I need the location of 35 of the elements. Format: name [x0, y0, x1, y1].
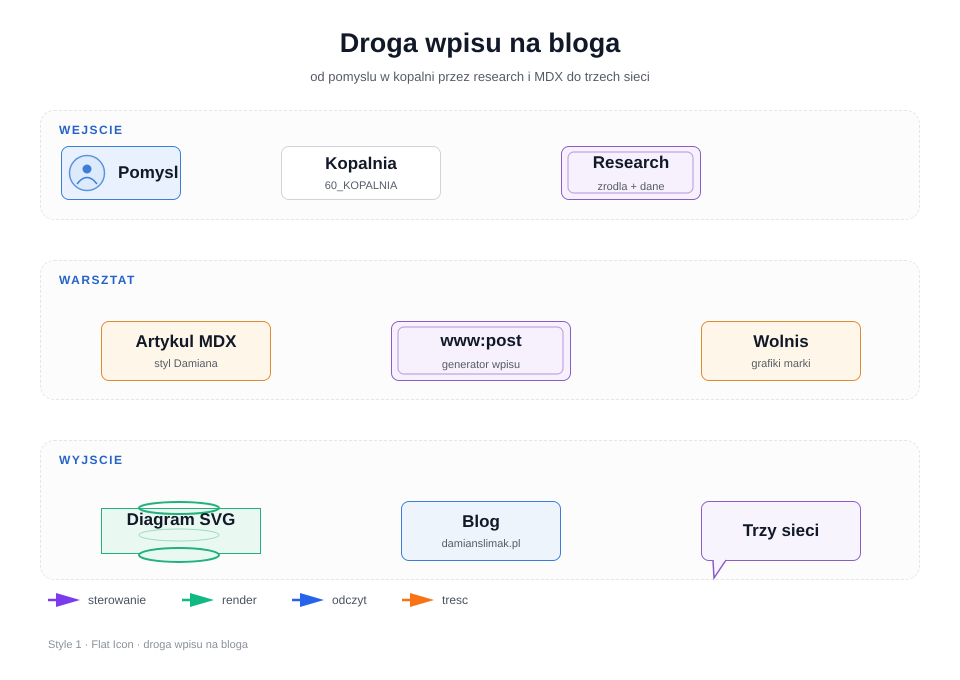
node-title: Blog — [462, 512, 500, 532]
node-subtitle: grafiki marki — [751, 358, 811, 370]
process-box — [401, 501, 561, 561]
node-title: Pomysl — [118, 163, 178, 183]
node-title: Wolnis — [753, 332, 809, 352]
legend-label: odczyt — [332, 593, 367, 607]
subtitle: od pomyslu w kopalni przez research i MDX do trzech sieci — [309, 69, 651, 84]
node-title: Research — [592, 153, 670, 173]
node-subtitle: zrodla + dane — [598, 181, 664, 193]
node-title: Trzy sieci — [742, 521, 820, 541]
process-box — [61, 146, 181, 200]
node-subtitle: styl Damiana — [154, 358, 218, 370]
node-subtitle: generator wpisu — [442, 359, 520, 371]
lane-heading: WARSZTAT — [59, 273, 136, 287]
lane-heading: WYJSCIE — [59, 453, 124, 467]
lane-heading: WEJSCIE — [59, 123, 124, 137]
node-subtitle: damianslimak.pl — [442, 538, 520, 550]
node-subtitle: 60_KOPALNIA — [324, 180, 398, 192]
footer-note: Style 1 · Flat Icon · droga wpisu na bloga — [48, 639, 248, 651]
legend-label: sterowanie — [88, 593, 146, 607]
legend-label: render — [222, 593, 257, 607]
lane-band — [40, 260, 920, 400]
process-box — [561, 146, 701, 200]
process-box — [281, 146, 441, 200]
lane-band — [40, 110, 920, 220]
node-title: Artykul MDX — [135, 332, 237, 352]
process-box — [391, 321, 571, 381]
node-title: Diagram SVG — [126, 510, 236, 530]
node-title: Kopalnia — [325, 154, 397, 174]
node-title: www:post — [440, 331, 522, 351]
lane-band — [40, 440, 920, 580]
legend-label: tresc — [442, 593, 468, 607]
process-box — [101, 321, 271, 381]
diagram-title: Droga wpisu na bloga — [338, 28, 622, 59]
process-box — [701, 321, 861, 381]
